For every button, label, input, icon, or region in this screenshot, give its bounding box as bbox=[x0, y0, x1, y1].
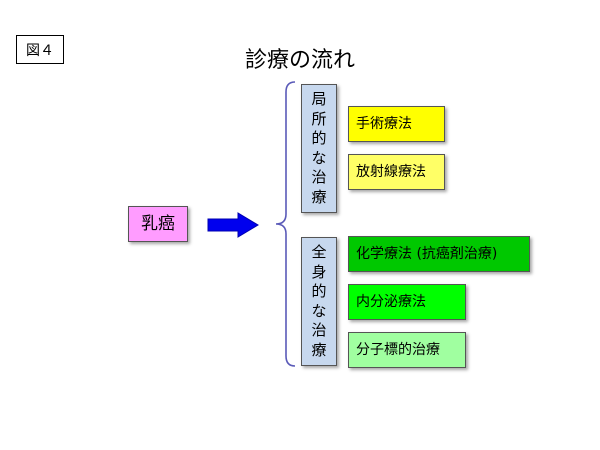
label-char: 所 bbox=[311, 109, 327, 128]
label-char: な bbox=[311, 148, 327, 167]
arrow-icon bbox=[207, 212, 259, 238]
figure-label: 図４ bbox=[16, 35, 64, 64]
label-char: 療 bbox=[311, 340, 327, 359]
label-char: 治 bbox=[311, 321, 327, 339]
radiation-option: 放射線療法 bbox=[348, 154, 445, 190]
targeted-option: 分子標的治療 bbox=[348, 332, 466, 368]
surgery-option: 手術療法 bbox=[348, 106, 445, 142]
label-char: な bbox=[311, 301, 327, 320]
label-char: 的 bbox=[311, 129, 327, 147]
label-char: 治 bbox=[311, 168, 327, 186]
label-char: 的 bbox=[311, 282, 327, 300]
group-brace bbox=[275, 81, 296, 367]
chemotherapy-option: 化学療法 (抗癌剤治療) bbox=[348, 236, 530, 272]
label-char: 身 bbox=[311, 262, 327, 281]
diagram-title: 診療の流れ bbox=[244, 48, 355, 73]
systemic-treatment-label: 全 身 的 な 治 療 bbox=[301, 237, 337, 366]
local-treatment-label: 局 所 的 な 治 療 bbox=[301, 84, 337, 213]
disease-box: 乳癌 bbox=[128, 206, 188, 242]
endocrine-option: 内分泌療法 bbox=[348, 284, 466, 320]
label-char: 局 bbox=[311, 90, 327, 108]
label-char: 全 bbox=[311, 243, 327, 261]
label-char: 療 bbox=[311, 187, 327, 206]
